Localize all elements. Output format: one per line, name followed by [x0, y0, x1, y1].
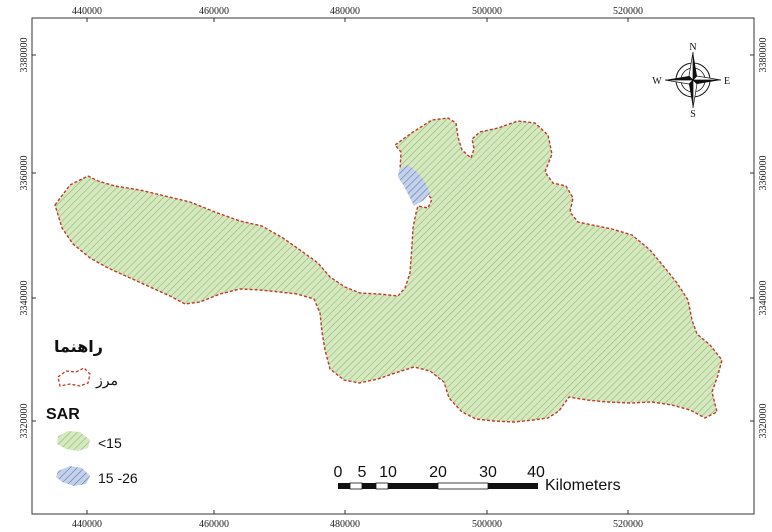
area-class-15-26 — [398, 165, 430, 206]
legend: راهنما مرز SAR <15 15 -26 — [46, 337, 138, 486]
scale-tick: 40 — [527, 464, 545, 481]
scale-tick: 0 — [334, 464, 343, 481]
compass-rose-icon — [664, 51, 722, 109]
scale-unit: Kilometers — [545, 477, 621, 494]
y-tick-left: 3360000 — [19, 156, 30, 191]
east-label: E — [724, 76, 730, 87]
west-label: W — [652, 76, 662, 87]
x-tick-top: 500000 — [472, 6, 502, 17]
legend-boundary-swatch — [57, 367, 91, 387]
x-tick-bottom: 460000 — [199, 519, 229, 530]
y-tick-right: 3320000 — [758, 404, 769, 439]
x-tick-top: 440000 — [72, 6, 102, 17]
x-tick-top: 520000 — [613, 6, 643, 17]
x-tick-bottom: 480000 — [330, 519, 360, 530]
legend-swatch-15-26 — [56, 466, 90, 486]
x-tick-bottom: 440000 — [72, 519, 102, 530]
legend-swatch-lt15 — [57, 431, 90, 451]
legend-title: راهنما — [54, 337, 103, 356]
legend-label-15-26: 15 -26 — [98, 470, 138, 486]
y-tick-right: 3360000 — [758, 156, 769, 191]
x-tick-bottom: 520000 — [613, 519, 643, 530]
x-tick-bottom: 500000 — [472, 519, 502, 530]
x-tick-top: 460000 — [199, 6, 229, 17]
scale-tick: 10 — [379, 464, 397, 481]
legend-boundary-label: مرز — [95, 372, 118, 389]
scale-tick: 30 — [479, 464, 497, 481]
y-tick-right: 3340000 — [758, 281, 769, 316]
scale-tick: 20 — [429, 464, 447, 481]
y-tick-right: 3380000 — [758, 38, 769, 73]
scale-bar: 0 5 10 20 30 40 Kilometers — [334, 464, 621, 494]
y-tick-left: 3320000 — [19, 404, 30, 439]
legend-sar-title: SAR — [46, 406, 80, 423]
frame-ticks — [32, 18, 754, 514]
scale-tick: 5 — [358, 464, 367, 481]
area-class-lt15 — [54, 117, 723, 423]
y-tick-left: 3340000 — [19, 281, 30, 316]
north-label: N — [689, 42, 696, 53]
north-arrow: N S E W — [652, 42, 730, 120]
x-tick-top: 480000 — [330, 6, 360, 17]
legend-label-lt15: <15 — [98, 435, 122, 451]
south-label: S — [690, 109, 696, 120]
y-tick-left: 3380000 — [19, 38, 30, 73]
